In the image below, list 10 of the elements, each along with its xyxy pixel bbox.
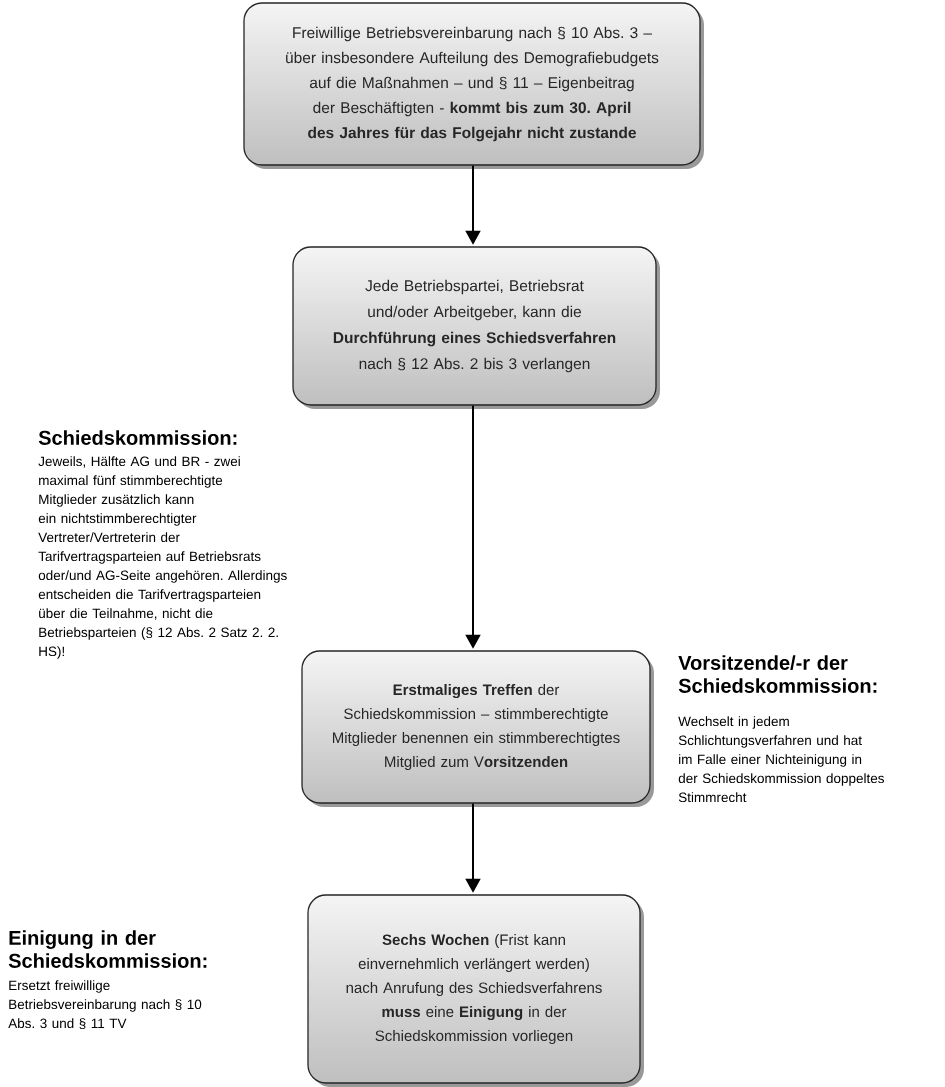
process-box: Sechs Wochen (Frist kann einvernehmlich verlängert werden) nach Anrufung des Schiedsverfahrens muss eine Einigung in der Schiedskommission vorliegen	[307, 894, 644, 1087]
side-heading: Vorsitzende/-r der Schiedskommission:	[678, 655, 877, 693]
side-heading: Schiedskommission:	[38, 430, 237, 445]
side-note: Wechselt in jedem Schlichtungsverfahren und hat im Falle einer Nichteinigung in der Schiedskommission doppeltes Stimmrecht	[678, 716, 884, 803]
side-note: Jeweils, Hälfte AG und BR - zwei maximal fünf stimmberechtigte Mitglieder zusätzlich kann ein nichtstimmberechtigter Vertreter/Vertreterin der Tarifvertragsparteien auf Betriebsrats oder/und AG-Seite angehören. Allerdings entscheiden die Tarifvertragsparteien über die Teilnahme, nicht die Betriebsparteien (§ 12 Abs. 2 Satz 2. 2. HS)!	[38, 456, 287, 659]
process-box: Jede Betriebspartei, Betriebsrat und/oder Arbeitgeber, kann die Durchführung eines Schiedsverfahren nach § 12 Abs. 2 bis 3 verlangen	[292, 246, 660, 409]
side-note: Ersetzt freiwillige Betriebsvereinbarung nach § 10 Abs. 3 und § 11 TV	[8, 980, 202, 1030]
process-box: Erstmaliges Treffen der Schiedskommission – stimmberechtigte Mitglieder benennen ein stimmberechtigtes Mitglied zum Vorsitzenden	[301, 650, 654, 807]
side-heading: Einigung in der Schiedskommission:	[8, 930, 207, 968]
process-box: Freiwillige Betriebsvereinbarung nach § 10 Abs. 3 – über insbesondere Aufteilung des Demografiebudgets auf die Maßnahmen – und § 11 – Eigenbeitrag der Beschäftigten - kommt bis zum 30. April des Jahres für das Folgejahr nicht zustande	[243, 2, 704, 169]
